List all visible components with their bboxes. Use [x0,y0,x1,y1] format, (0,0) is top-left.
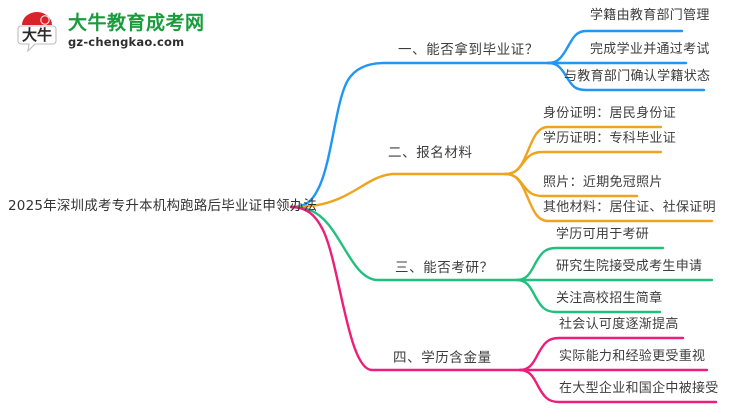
logo-text-block: 大牛教育成考网 gz-chengkao.com [68,11,205,49]
leaf-label-2-1[interactable]: 身份证明：居民身份证 [543,106,677,121]
branch-curve-1 [289,61,550,209]
branch-curve-3 [289,205,519,282]
branch-curve-4 [289,205,522,372]
leaf-label-4-2[interactable]: 实际能力和经验更受重视 [559,349,706,364]
root-node-label[interactable]: 2025年深圳成考专升本机构跑路后毕业证申领办法 [8,198,318,214]
branch-label-3[interactable]: 三、能否考研？ [395,260,494,276]
subcurve-2-4 [503,172,714,223]
subcurve-2-2 [503,150,663,176]
branch-label-2[interactable]: 二、报名材料 [388,145,473,161]
leaf-label-2-2[interactable]: 学历证明：专科毕业证 [543,131,677,146]
leaf-label-4-3[interactable]: 在大型企业和国企中被接受 [559,381,719,396]
subcurve-4-1 [518,336,685,372]
leaf-label-1-3[interactable]: 与教育部门确认学籍状态 [564,69,711,84]
leaf-label-3-1[interactable]: 学历可用于考研 [556,227,650,242]
subcurve-4-3 [518,368,718,404]
leaf-label-1-2[interactable]: 完成学业并通过考试 [590,42,710,57]
svg-text:大牛: 大牛 [22,26,52,44]
branch-label-1[interactable]: 一、能否拿到毕业证？ [398,42,539,58]
leaf-label-2-4[interactable]: 其他材料：居住证、社保证明 [543,200,716,215]
leaf-label-4-1[interactable]: 社会认可度逐渐提高 [559,317,679,332]
leaf-label-3-2[interactable]: 研究生院接受成考生申请 [556,259,703,274]
logo-domain: gz-chengkao.com [68,34,185,49]
logo-site-name: 大牛教育成考网 [68,11,205,34]
leaf-label-3-3[interactable]: 关注高校招生简章 [556,291,663,306]
branch-curve-2 [289,172,507,209]
site-logo: 大牛 大牛教育成考网 gz-chengkao.com [14,8,205,54]
branch-label-4[interactable]: 四、学历含金量 [393,350,492,366]
leaf-label-2-3[interactable]: 照片：近期免冠照片 [543,175,663,190]
logo-mark-icon: 大牛 [14,8,60,54]
subcurve-3-1 [515,246,665,282]
subcurve-1-3 [546,61,706,92]
leaf-label-1-1[interactable]: 学籍由教育部门管理 [590,8,710,23]
subcurve-3-3 [515,278,662,314]
